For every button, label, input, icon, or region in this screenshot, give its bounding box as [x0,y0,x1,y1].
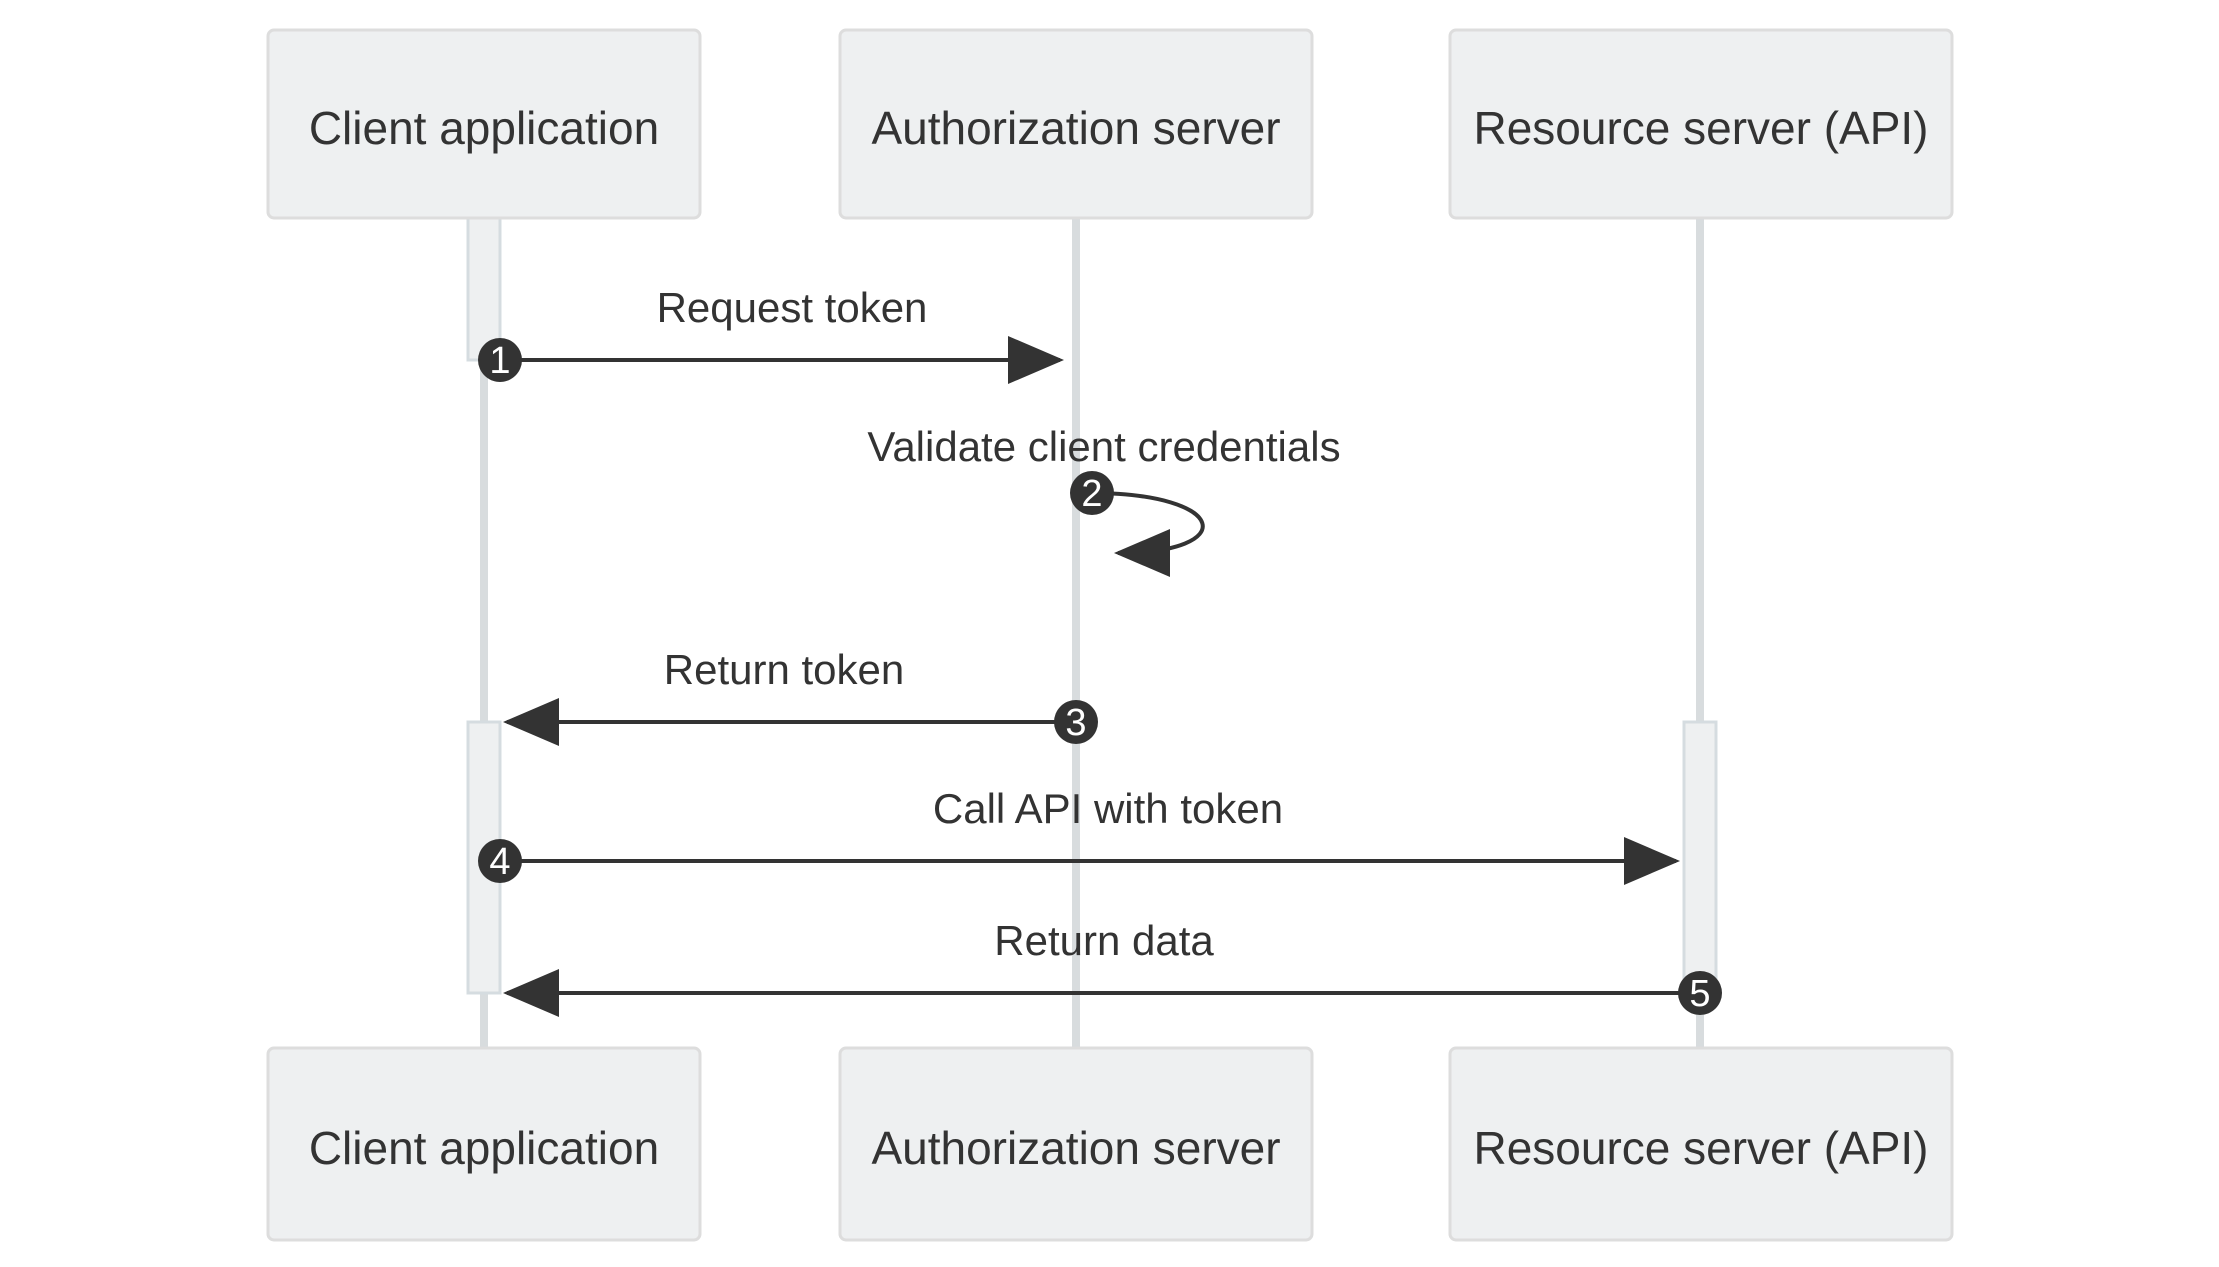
participant-box-rect [266,1046,702,1242]
message-3-number: 3 [1065,702,1086,744]
message-4-group[interactable]: Call API with token 4 [478,785,1680,885]
activation-bars-group [466,216,1718,995]
message-3-badge [1054,700,1098,744]
participant-box-bottom-resource-server[interactable]: Resource server (API) [1448,1046,1954,1242]
message-5-badge [1678,971,1722,1015]
lifelines-group [480,218,1704,1048]
message-3-label: Return token [664,646,904,693]
participant-box-bottom-authorization-server[interactable]: Authorization server [838,1046,1314,1242]
message-3-group[interactable]: Return token 3 [503,646,1098,746]
participant-box-top-authorization-server[interactable]: Authorization server [838,28,1314,220]
participant-box-top-authorization-server-label: Authorization server [871,102,1280,154]
message-1-group[interactable]: Request token 1 [478,284,1064,384]
participant-boxes-top: Client application Authorization server … [266,28,1954,220]
message-2-self-loop-arrow [1089,491,1205,577]
participant-box-top-client[interactable]: Client application [266,28,702,220]
message-4-number: 4 [489,841,510,883]
participant-box-rect [838,28,1314,220]
message-1-badge [478,338,522,382]
lifeline-client [480,218,488,1048]
message-1-label: Request token [657,284,928,331]
participant-box-bottom-client[interactable]: Client application [266,1046,702,1242]
message-5-number: 5 [1689,973,1710,1015]
lifeline-resource-server [1696,218,1704,1048]
participant-box-rect [1448,28,1954,220]
message-5-label: Return data [994,917,1214,964]
participant-boxes-bottom: Client application Authorization server … [266,1046,1954,1242]
activation-bar-resource-server [1682,720,1718,995]
message-2-number: 2 [1081,473,1102,515]
message-2-group[interactable]: Validate client credentials 2 [867,423,1341,577]
message-4-label: Call API with token [933,785,1283,832]
message-5-group[interactable]: Return data 5 [503,917,1722,1017]
participant-box-top-resource-server-label: Resource server (API) [1473,102,1928,154]
participant-box-top-resource-server[interactable]: Resource server (API) [1448,28,1954,220]
participant-box-rect [266,28,702,220]
participant-box-bottom-authorization-server-label: Authorization server [871,1122,1280,1174]
participant-box-rect [1448,1046,1954,1242]
participant-box-bottom-resource-server-label: Resource server (API) [1473,1122,1928,1174]
participant-box-top-client-label: Client application [309,102,659,154]
message-1-number: 1 [489,340,510,382]
message-2-label: Validate client credentials [867,423,1340,470]
message-4-badge [478,839,522,883]
participant-box-bottom-client-label: Client application [309,1122,659,1174]
message-2-badge [1070,471,1114,515]
lifeline-authorization-server [1072,218,1080,1048]
participant-box-rect [838,1046,1314,1242]
